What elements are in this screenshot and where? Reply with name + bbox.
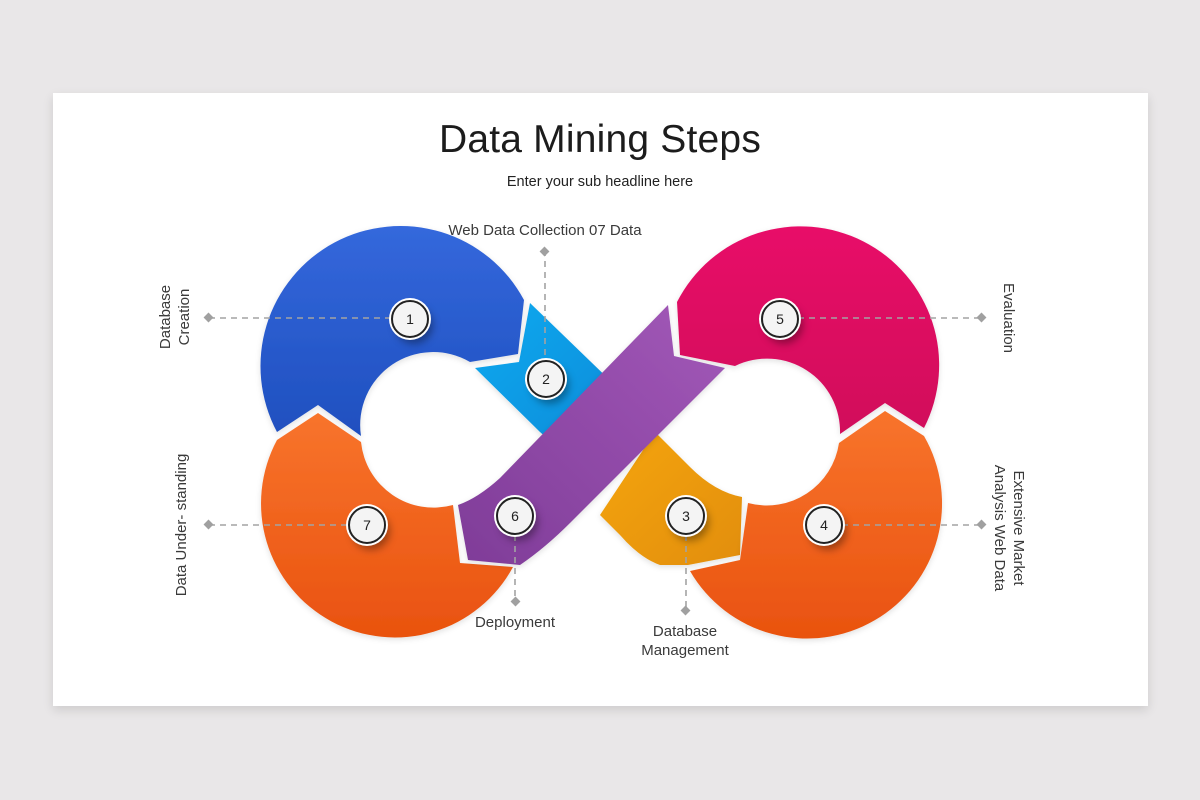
step-badge-3: 3 [667, 497, 705, 535]
label-step-3-line-1: Database [652, 623, 718, 640]
segment-step-7 [261, 413, 513, 638]
segment-step-5 [677, 226, 940, 434]
label-step-3: Database Management [610, 622, 760, 660]
label-step-6: Deployment [474, 614, 556, 631]
step-badge-4: 4 [805, 506, 843, 544]
label-step-4-line-1: Extensive Market [1010, 470, 1027, 586]
step-badge-2: 2 [527, 360, 565, 398]
label-step-4: Extensive Market Analysis Web Data [988, 458, 1028, 598]
segment-step-3 [600, 432, 742, 565]
diamond-icon [539, 246, 550, 257]
diamond-icon [203, 519, 214, 530]
diamond-icon [680, 605, 691, 616]
diamond-icon [203, 312, 214, 323]
step-badge-6: 6 [496, 497, 534, 535]
diamond-icon [510, 596, 521, 607]
page-subtitle: Enter your sub headline here [506, 174, 694, 190]
segment-step-1 [260, 226, 524, 436]
connector-diamonds [203, 246, 987, 616]
step-badge-5: 5 [761, 300, 799, 338]
label-step-1-line-1: Database [157, 284, 174, 350]
label-step-1-line-2: Creation [176, 288, 193, 346]
diamond-icon [976, 519, 987, 530]
diamond-icon [976, 312, 987, 323]
connector-lines [209, 250, 981, 609]
step-badge-7: 7 [348, 506, 386, 544]
step-badge-1: 1 [391, 300, 429, 338]
label-step-5: Evaluation [1000, 282, 1017, 354]
label-step-4-line-2: Analysis Web Data [991, 464, 1008, 592]
label-step-3-line-2: Management [641, 642, 729, 659]
label-step-2: Web Data Collection 07 Data [448, 222, 642, 239]
label-step-1: Database Creation [156, 257, 196, 377]
label-step-7: Data Under- standing [173, 453, 190, 597]
page-title: Data Mining Steps [438, 118, 762, 161]
